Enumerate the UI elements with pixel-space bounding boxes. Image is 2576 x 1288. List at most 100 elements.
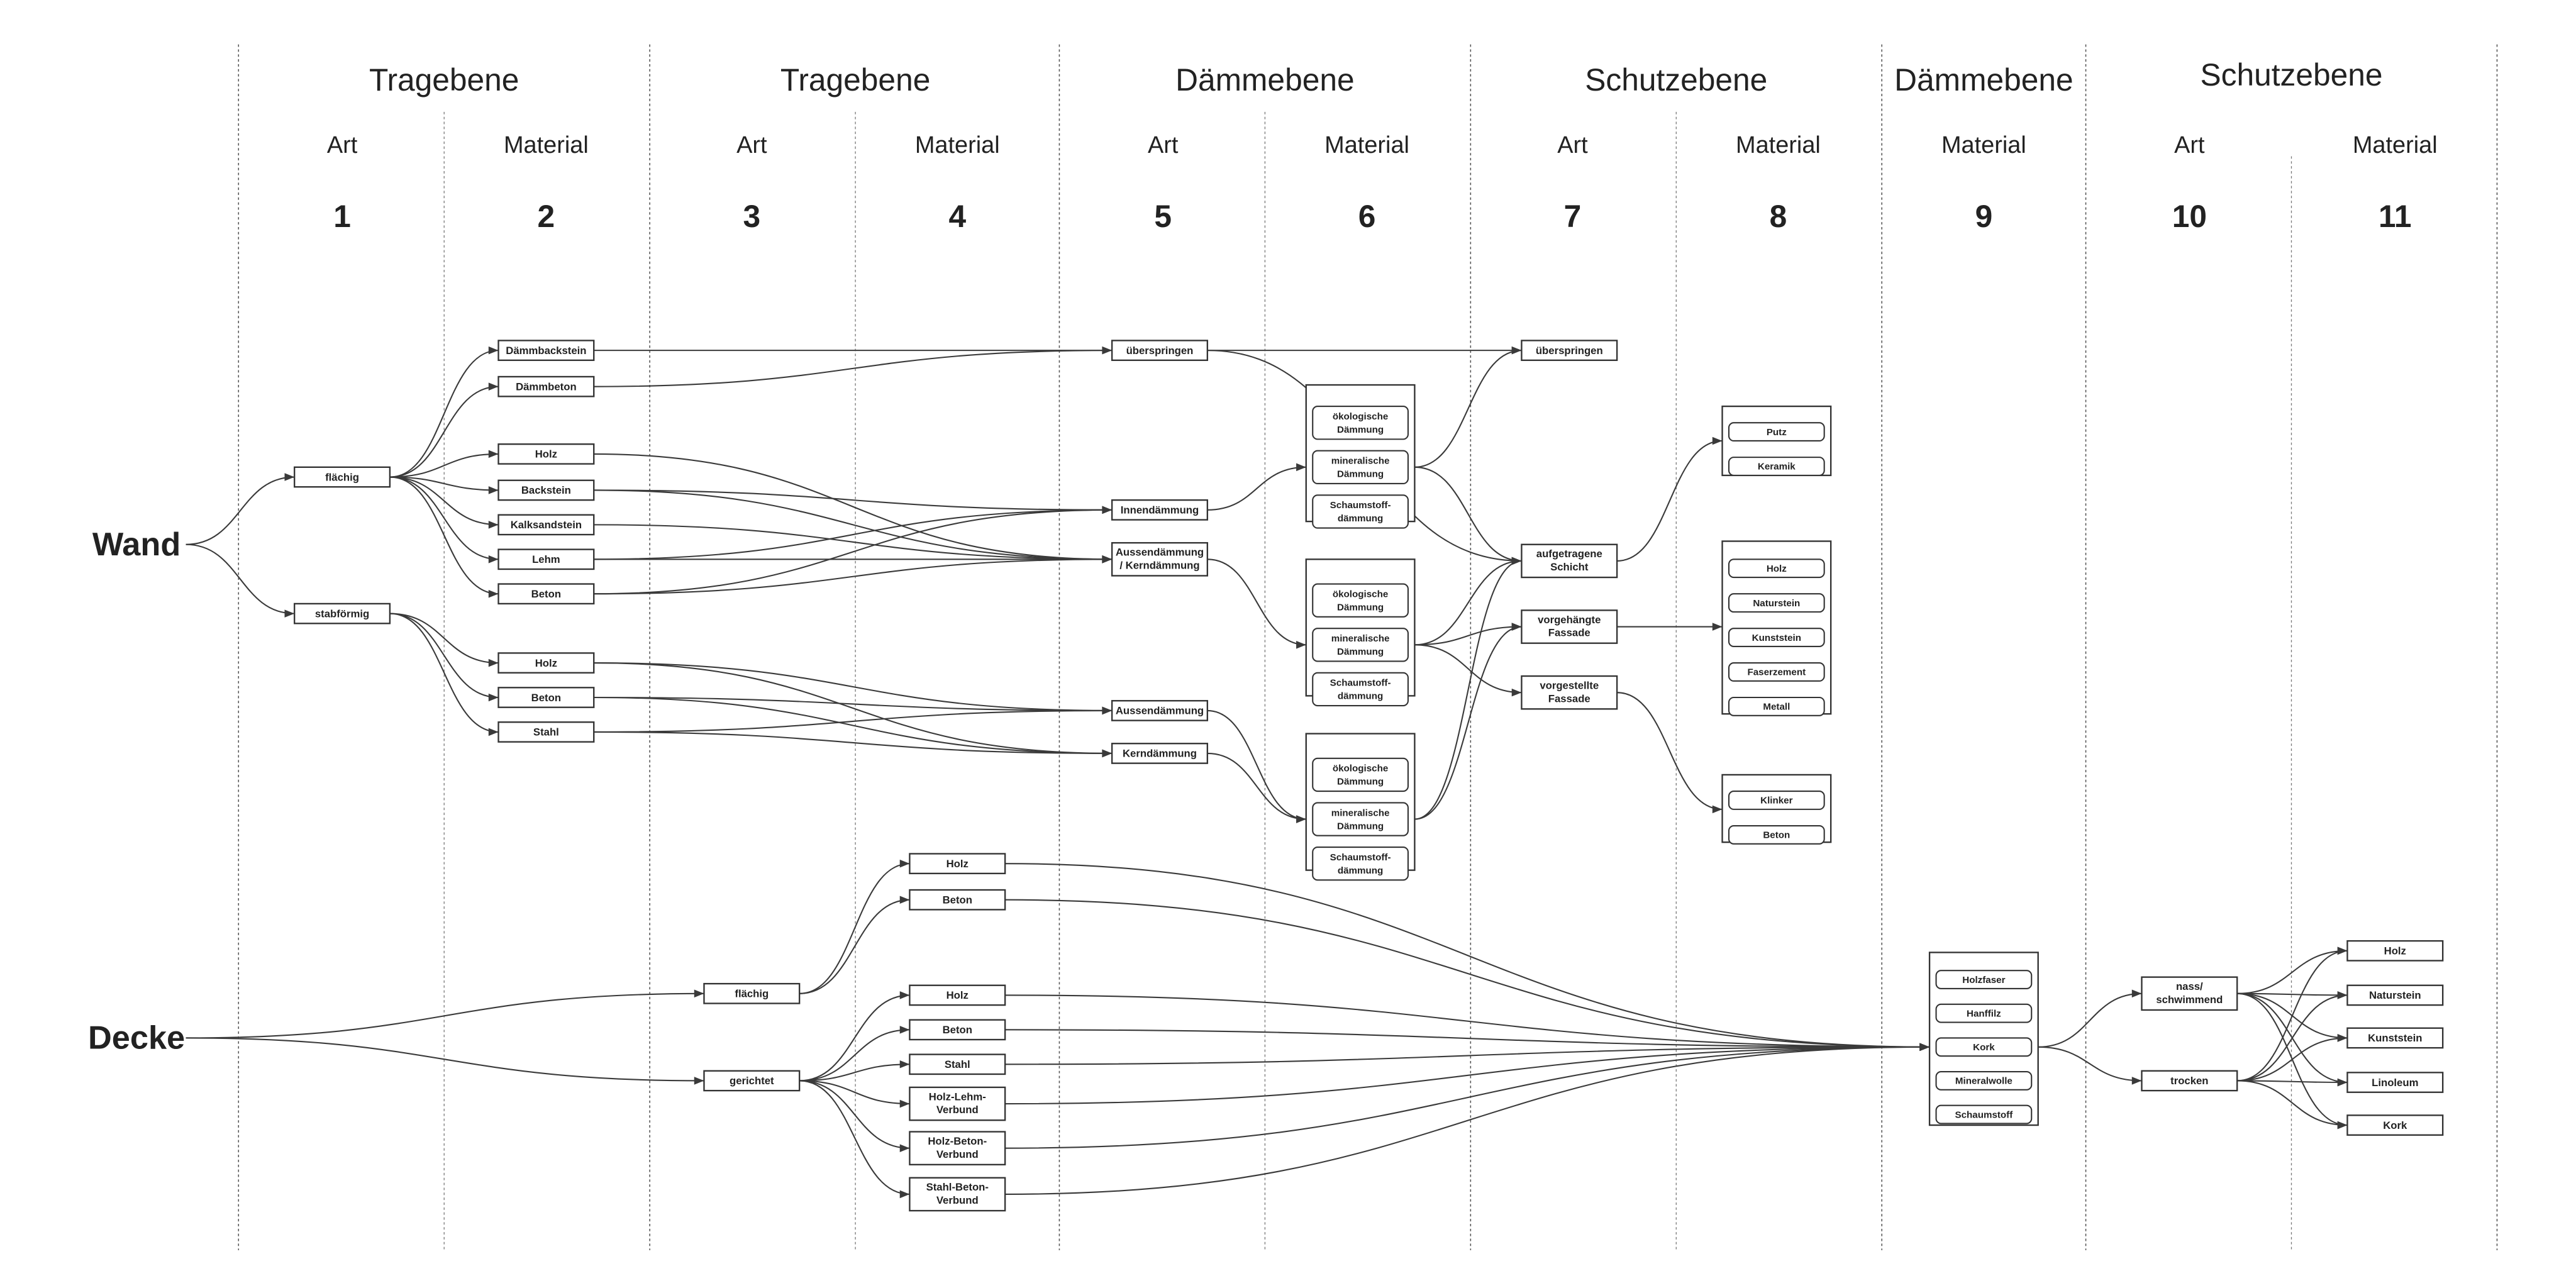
node-w-ueberspringen7[interactable]: überspringen: [1521, 340, 1618, 361]
node-w-kern[interactable]: Kerndämmung: [1111, 743, 1209, 764]
edge-daemm-g2-to-w-vorgestellt: [1414, 644, 1522, 697]
group-item[interactable]: Holzfaser: [1935, 970, 2033, 990]
edges: [186, 346, 2348, 1199]
node-w-ueberspringen5[interactable]: überspringen: [1111, 340, 1209, 361]
nodes: flächig stabförmig DämmbacksteinDämmbetonH…: [294, 340, 2444, 1212]
edge-decke-to-d-flaechig: [186, 989, 704, 1039]
edge-w-s-holz-to-w-kern: [594, 662, 1113, 758]
node-d-nass[interactable]: nass/schwimmend: [2141, 976, 2238, 1011]
node-w-daemmbackstein[interactable]: Dämmbackstein: [497, 340, 595, 361]
node-d-trocken[interactable]: trocken: [2141, 1070, 2238, 1092]
node-label: flächig: [325, 471, 359, 483]
node-w-s-holz[interactable]: Holz: [497, 652, 595, 674]
group-item[interactable]: Schaumstoff-dämmung: [1312, 494, 1409, 529]
node-label: Stahl-Beton-: [926, 1181, 989, 1193]
group-title: Dämmebene: [1175, 62, 1354, 97]
group-item-label: ökologische: [1333, 763, 1388, 774]
group-item[interactable]: Schaumstoff: [1935, 1104, 2033, 1124]
group-item[interactable]: Faserzement: [1728, 662, 1825, 682]
node-d-g-holzbeton[interactable]: Holz-Beton-Verbund: [909, 1131, 1006, 1166]
edge-w-s-stahl-to-w-aussen: [594, 706, 1113, 733]
node-d-kunststein11[interactable]: Kunststein: [2346, 1027, 2444, 1049]
node-w-aussen[interactable]: Aussendämmung: [1111, 700, 1209, 721]
node-d-kork11[interactable]: Kork: [2346, 1114, 2444, 1136]
node-w-flaechig[interactable]: flächig: [294, 466, 391, 488]
node-d-flaechig[interactable]: flächig: [703, 982, 801, 1004]
node-d-g-holzlehm[interactable]: Holz-Lehm-Verbund: [909, 1086, 1006, 1121]
edge-w-kern-to-daemm-g3: [1207, 752, 1306, 823]
group-item[interactable]: Holz: [1728, 558, 1825, 579]
node-w-backstein[interactable]: Backstein: [497, 479, 595, 501]
group-item[interactable]: Keramik: [1728, 457, 1825, 476]
node-label: schwimmend: [2156, 994, 2223, 1006]
node-d-gerichtet[interactable]: gerichtet: [703, 1070, 801, 1092]
node-d-f-holz[interactable]: Holz: [909, 853, 1006, 875]
node-label: Holz: [535, 448, 557, 460]
group-item[interactable]: Metall: [1728, 696, 1825, 716]
node-w-s-beton[interactable]: Beton: [497, 687, 595, 708]
edge-d-gerichtet-to-d-g-stahlbeton: [799, 1080, 910, 1199]
node-w-innen[interactable]: Innendämmung: [1111, 499, 1209, 521]
node-d-linoleum11[interactable]: Linoleum: [2346, 1072, 2444, 1093]
node-label: Beton: [943, 894, 972, 906]
group-item[interactable]: Beton: [1728, 824, 1825, 845]
node-w-daemmbeton[interactable]: Dämmbeton: [497, 375, 595, 397]
edge-d-g-holz-to-decke-daemm: [1005, 994, 1930, 1052]
node-w-holz[interactable]: Holz: [497, 443, 595, 465]
node-w-aussenkern[interactable]: Aussendämmung/ Kerndämmung: [1111, 541, 1209, 577]
node-w-lehm[interactable]: Lehm: [497, 548, 595, 570]
node-d-g-stahlbeton[interactable]: Stahl-Beton-Verbund: [909, 1177, 1006, 1212]
node-w-beton[interactable]: Beton: [497, 583, 595, 605]
node-label: Fassade: [1548, 627, 1591, 639]
node-d-holz11[interactable]: Holz: [2346, 940, 2444, 962]
group-item[interactable]: Kunststein: [1728, 628, 1825, 647]
group-item[interactable]: Mineralwolle: [1935, 1071, 2033, 1091]
group-item[interactable]: Putz: [1728, 422, 1825, 442]
node-label: nass/: [2176, 980, 2203, 992]
edge-d-gerichtet-to-d-g-holz: [799, 991, 910, 1082]
subheader-2: Material: [504, 132, 589, 158]
edge-w-s-stahl-to-w-kern: [594, 731, 1113, 758]
root-wand: Wand: [92, 526, 180, 563]
node-d-naturstein11[interactable]: Naturstein: [2346, 984, 2444, 1006]
edge-w-kalksandstein-to-w-aussenkern: [594, 524, 1113, 564]
group-item[interactable]: Kork: [1935, 1037, 2033, 1057]
node-label: Stahl: [533, 726, 559, 738]
edge-d-trocken-to-d-kork11: [2237, 1080, 2348, 1130]
node-d-g-beton[interactable]: Beton: [909, 1019, 1006, 1041]
group-item[interactable]: Schaumstoff-dämmung: [1312, 672, 1409, 707]
group-item-label: Klinker: [1760, 796, 1792, 806]
node-w-stab[interactable]: stabförmig: [294, 602, 391, 625]
header: Tragebene Tragebene Dämmebene Schutzeben…: [369, 57, 2383, 97]
column-number-6: 6: [1358, 199, 1376, 234]
column-number-7: 7: [1564, 199, 1582, 234]
node-label: Kerndämmung: [1123, 748, 1197, 760]
group-item[interactable]: Klinker: [1728, 791, 1825, 810]
group-item-label: Holz: [1767, 564, 1787, 574]
column-number-2: 2: [538, 199, 555, 234]
group-item[interactable]: Naturstein: [1728, 593, 1825, 613]
node-w-kalksandstein[interactable]: Kalksandstein: [497, 514, 595, 536]
node-d-f-beton[interactable]: Beton: [909, 889, 1006, 911]
node-d-g-holz[interactable]: Holz: [909, 984, 1006, 1006]
node-label: Stahl: [945, 1058, 970, 1070]
node-w-s-stahl[interactable]: Stahl: [497, 721, 595, 743]
node-label: Beton: [531, 588, 561, 600]
edge-d-f-holz-to-decke-daemm: [1005, 863, 1930, 1052]
group-item-label: mineralische: [1331, 456, 1390, 467]
node-d-g-stahl[interactable]: Stahl: [909, 1053, 1006, 1075]
group-item[interactable]: Hanffilz: [1935, 1003, 2033, 1023]
subheader-9: Material: [1941, 132, 2026, 158]
edge-w-s-holz-to-w-aussen: [594, 662, 1113, 715]
group-item[interactable]: Schaumstoff-dämmung: [1312, 846, 1409, 881]
